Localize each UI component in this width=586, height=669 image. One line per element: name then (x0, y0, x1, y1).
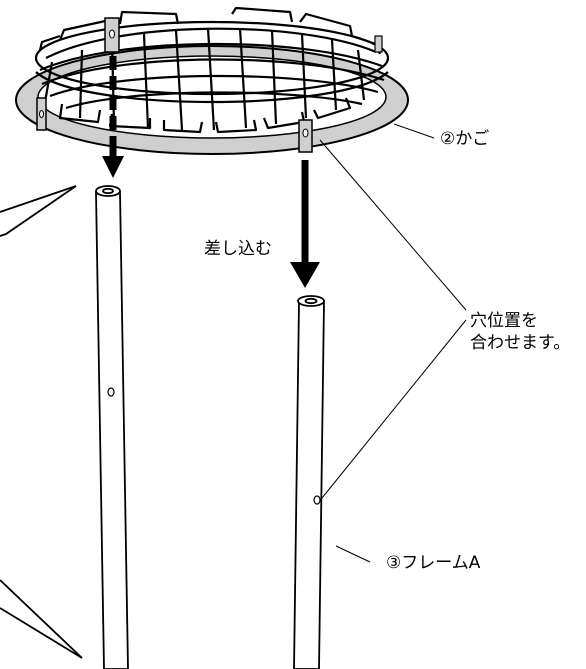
bracket-right (374, 35, 383, 53)
bracket-left (36, 97, 47, 131)
down-arrow-icon (290, 160, 320, 288)
bracket-front (298, 119, 313, 153)
frame-label: ③フレームA (386, 553, 481, 573)
basket-label: ②かご (440, 129, 489, 149)
frame-tube-partial (0, 185, 83, 659)
align-label-line1: 穴位置を (470, 311, 538, 331)
align-label-line2: 合わせます。 (470, 333, 570, 353)
frame-tube-right (293, 295, 325, 669)
basket (15, 6, 409, 155)
insert-label: 差し込む (204, 239, 272, 259)
bracket-back (104, 17, 120, 53)
down-arrow-icon (102, 56, 124, 178)
leader-lines (319, 123, 467, 563)
frame-tube-left (95, 185, 129, 669)
